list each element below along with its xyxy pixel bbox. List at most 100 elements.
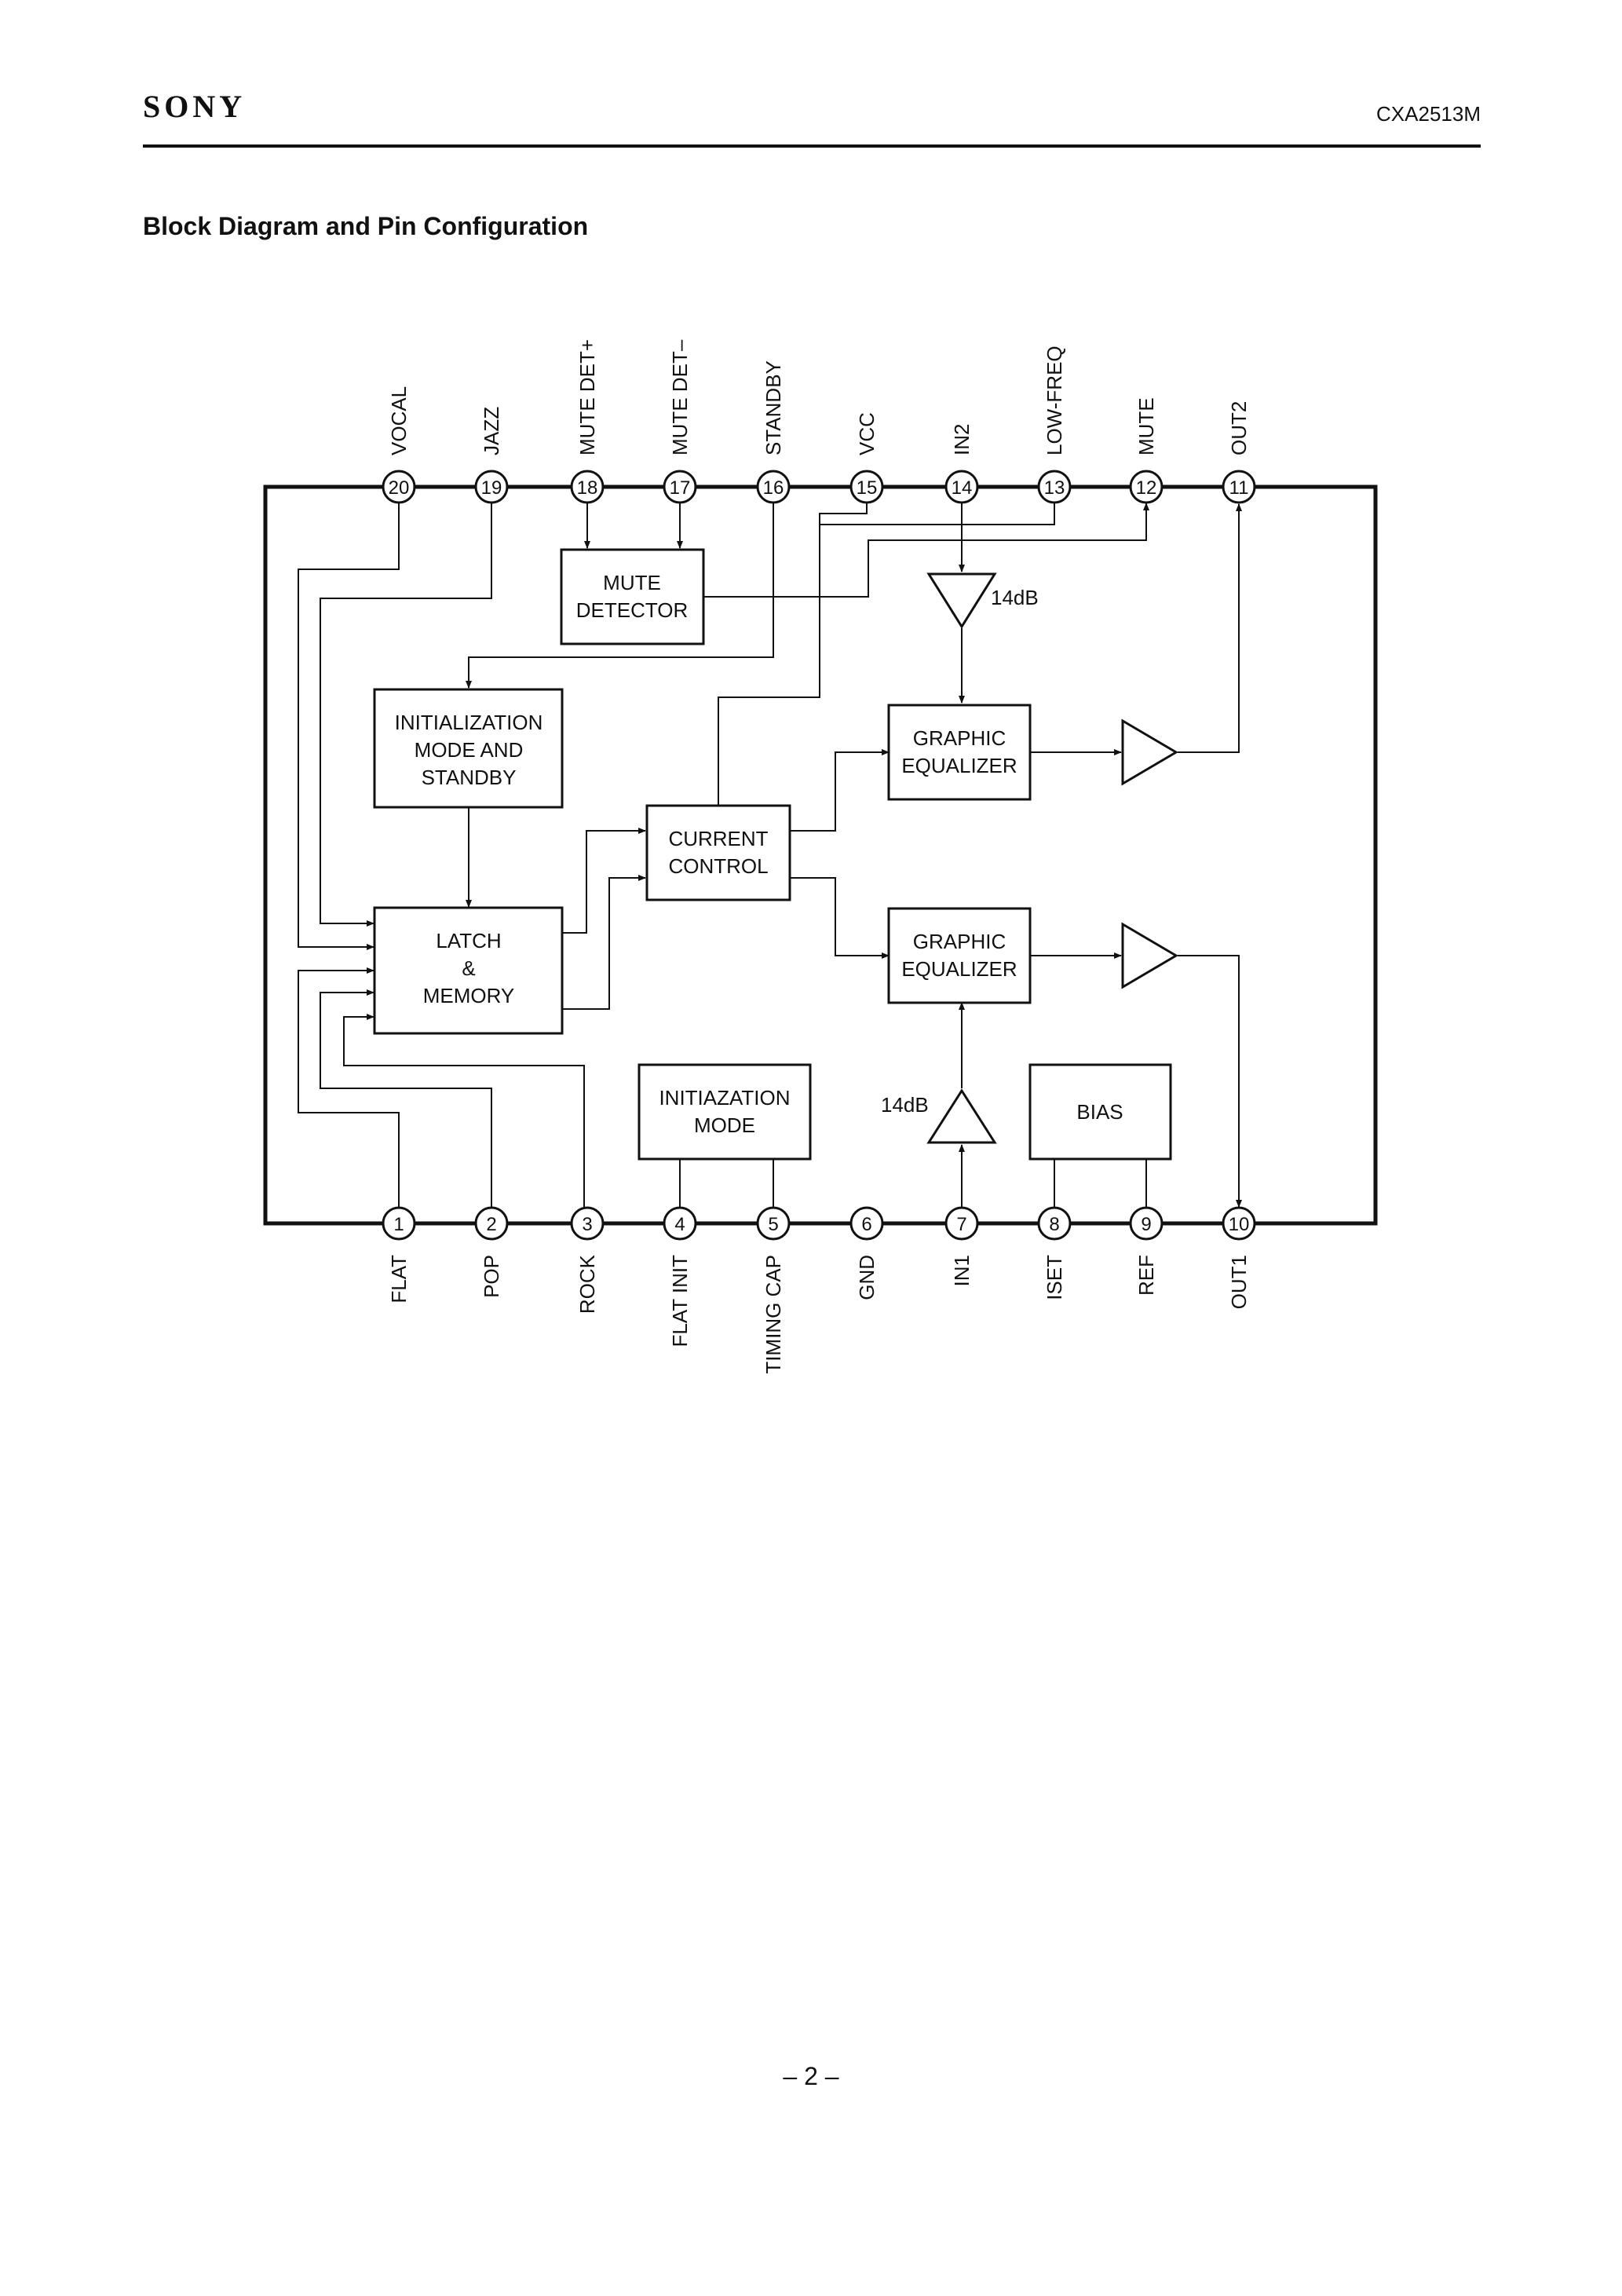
amp-in2-symbol — [926, 572, 997, 629]
pin-14-number: 14 — [952, 477, 973, 499]
eq-top-label-1: GRAPHIC — [913, 726, 1006, 750]
pin-11-label: OUT2 — [1227, 401, 1251, 455]
wire-buffer-to-pin11 — [1178, 503, 1242, 753]
wire-latch-to-cc-2 — [562, 875, 646, 1010]
pin-10-number: 10 — [1229, 1214, 1250, 1235]
pin-3-label: ROCK — [575, 1254, 599, 1314]
pin-16-number: 16 — [763, 477, 784, 499]
current-control-label-2: CONTROL — [668, 854, 768, 878]
initiazation-mode-box — [637, 1063, 812, 1161]
section-title: Block Diagram and Pin Configuration — [143, 212, 589, 240]
pin-15-label: VCC — [855, 412, 879, 455]
pin-18-number: 18 — [577, 477, 598, 499]
pin-15-circle — [849, 470, 884, 504]
pin-9-label: REF — [1134, 1255, 1158, 1296]
current-control-label-1: CURRENT — [668, 827, 768, 850]
wire-pin19-to-latch — [320, 503, 492, 927]
pin-12-label: MUTE — [1134, 397, 1158, 455]
init-label-3: STANDBY — [422, 766, 517, 789]
pin-1-number: 1 — [393, 1214, 404, 1235]
part-number: CXA2513M — [1376, 102, 1481, 126]
mute-detector-label-2: DETECTOR — [576, 598, 689, 622]
wire-cc-to-eq-top — [790, 749, 890, 832]
pin-11-number: 11 — [1229, 477, 1249, 499]
wire-pin16-to-init — [466, 503, 774, 689]
eq-top-label-2: EQUALIZER — [901, 754, 1017, 777]
pin-20-circle — [382, 470, 416, 504]
pin-14-label: IN2 — [950, 424, 974, 455]
pin-4-circle — [663, 1206, 697, 1241]
pin-7-circle — [944, 1206, 979, 1241]
pin-1-label: FLAT — [387, 1255, 411, 1303]
pin-2-circle — [474, 1206, 509, 1241]
pin-7-label: IN1 — [950, 1255, 974, 1286]
amp-in1-symbol — [926, 1088, 997, 1144]
wire-pin3-to-latch — [343, 1014, 585, 1207]
pin-3-circle — [570, 1206, 605, 1241]
wire-buffer-to-pin10 — [1178, 955, 1242, 1208]
pin-7-number: 7 — [956, 1214, 966, 1235]
wire-mute-detector-to-pin12 — [703, 503, 1149, 598]
pin-16-label: STANDBY — [762, 360, 785, 455]
pin-8-number: 8 — [1049, 1214, 1059, 1235]
current-control-box — [645, 804, 791, 901]
pin-12-circle — [1129, 470, 1164, 504]
latch-label-1: LATCH — [436, 929, 501, 952]
pin-17-number: 17 — [670, 477, 691, 499]
pin-16-circle — [756, 470, 791, 504]
pin-17-label: MUTE DET– — [668, 339, 692, 455]
eq-bottom-label-2: EQUALIZER — [901, 957, 1017, 981]
pin-17-circle — [663, 470, 697, 504]
latch-memory-box — [373, 906, 564, 1035]
init-label-2: MODE AND — [415, 738, 524, 762]
pin-6-number: 6 — [861, 1214, 871, 1235]
output-buffer-1-symbol — [1121, 922, 1178, 989]
pin-2-label: POP — [480, 1255, 503, 1298]
pin-8-circle — [1037, 1206, 1072, 1241]
pin-12-number: 12 — [1136, 477, 1157, 499]
pin-5-number: 5 — [768, 1214, 778, 1235]
pin-14-circle — [944, 470, 979, 504]
bias-label: BIAS — [1076, 1100, 1123, 1124]
mute-detector-label-1: MUTE — [603, 571, 661, 594]
pin-6-circle — [849, 1206, 884, 1241]
pin-15-number: 15 — [857, 477, 878, 499]
wire-vcc-line — [718, 503, 868, 805]
initiazation-mode-label-2: MODE — [694, 1113, 755, 1137]
pin-19-number: 19 — [481, 477, 502, 499]
pin-5-label: TIMING CAP — [762, 1255, 785, 1374]
pin-13-number: 13 — [1044, 477, 1065, 499]
pin-10-label: OUT1 — [1227, 1255, 1251, 1309]
amp-top-gain-label: 14dB — [991, 586, 1039, 609]
page-number: – 2 – — [783, 2062, 839, 2090]
latch-label-3: MEMORY — [423, 984, 515, 1007]
pin-9-number: 9 — [1141, 1214, 1151, 1235]
pin-8-label: ISET — [1043, 1255, 1066, 1300]
wire-pin20-to-latch — [298, 503, 400, 950]
pin-10-circle — [1222, 1206, 1256, 1241]
wire-pin1-to-latch — [298, 967, 400, 1207]
pin-13-circle — [1037, 470, 1072, 504]
mute-detector-box — [560, 548, 705, 645]
pin-3-number: 3 — [582, 1214, 592, 1235]
pin-19-circle — [474, 470, 509, 504]
chip-outline — [263, 484, 1378, 1226]
wire-latch-to-cc-1 — [562, 828, 646, 934]
init-mode-standby-box — [373, 688, 564, 809]
initiazation-mode-label-1: INITIAZATION — [659, 1086, 790, 1110]
sony-logo: SONY — [143, 89, 247, 124]
pin-2-number: 2 — [486, 1214, 496, 1235]
pin-4-label: FLAT INIT — [668, 1255, 692, 1347]
graphic-eq-bottom-box — [887, 907, 1032, 1004]
pin-9-circle — [1129, 1206, 1164, 1241]
pin-20-label: VOCAL — [387, 386, 411, 455]
bias-box — [1028, 1063, 1172, 1161]
latch-label-2: & — [462, 956, 475, 980]
pin-18-circle — [570, 470, 605, 504]
wire-pin2-to-latch — [320, 989, 492, 1207]
init-label-1: INITIALIZATION — [395, 711, 543, 734]
pin-18-label: MUTE DET+ — [575, 339, 599, 455]
wire-cc-to-eq-bottom — [790, 877, 890, 959]
eq-bottom-label-1: GRAPHIC — [913, 930, 1006, 953]
